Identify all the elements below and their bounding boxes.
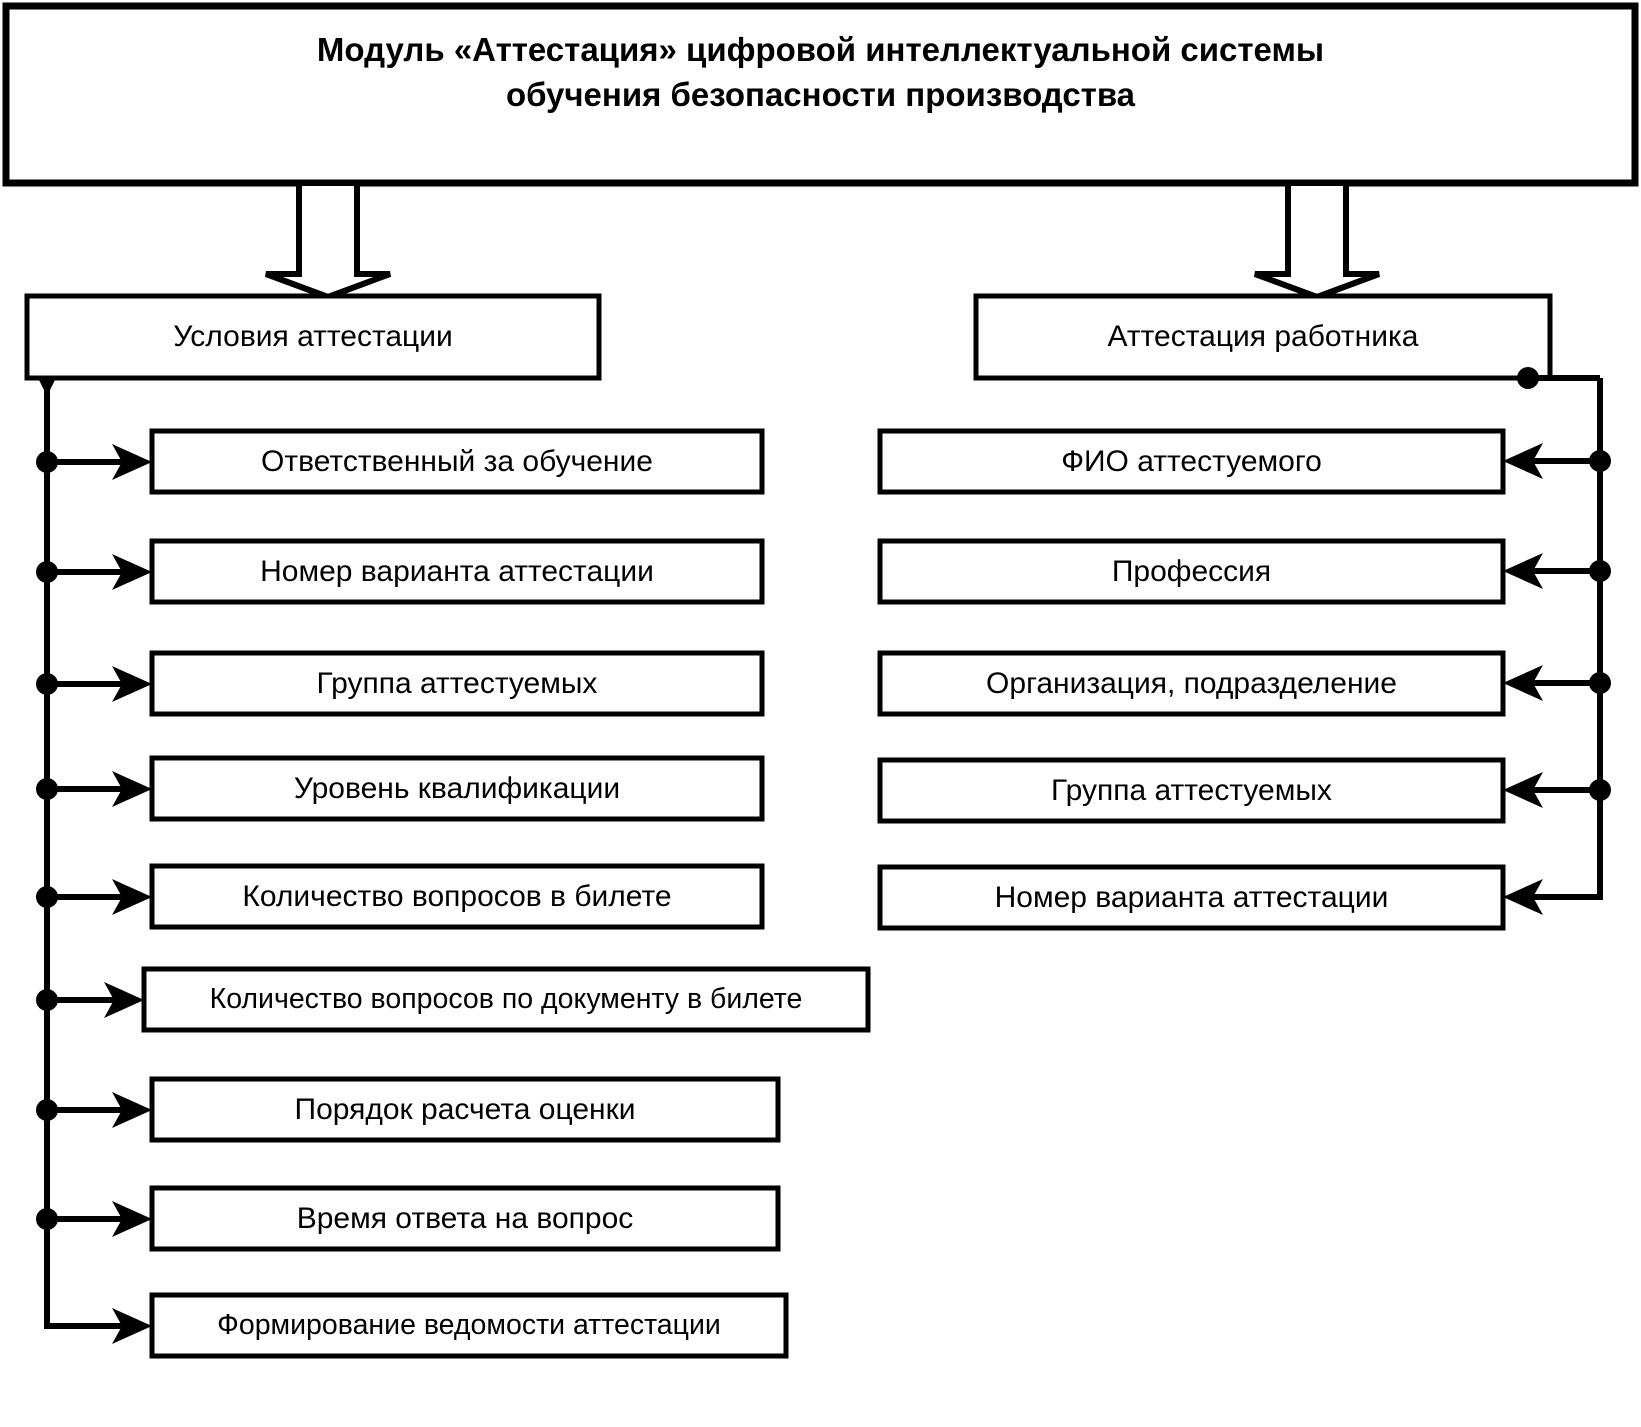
block-arrow-down-left-icon [264, 180, 392, 301]
left-item-boxes [141, 428, 871, 1359]
right-header-box-outline [973, 293, 1553, 381]
block-arrow-down-right-icon [1253, 180, 1381, 301]
left-header-box-outline [24, 293, 602, 381]
title-line-1: Модуль «Аттестация» цифровой интеллектуа… [316, 31, 1325, 68]
title-box-outline [2, 2, 1639, 187]
title-line-2: обучения безопасности производства [505, 75, 1136, 113]
right-item-boxes [877, 428, 1506, 931]
title-box-text: Модуль «Аттестация» цифровой интеллектуа… [6, 6, 1635, 183]
left-spine-start-arrowhead-icon [38, 378, 56, 396]
left-connectors [36, 444, 152, 1344]
right-connectors [1503, 443, 1611, 915]
